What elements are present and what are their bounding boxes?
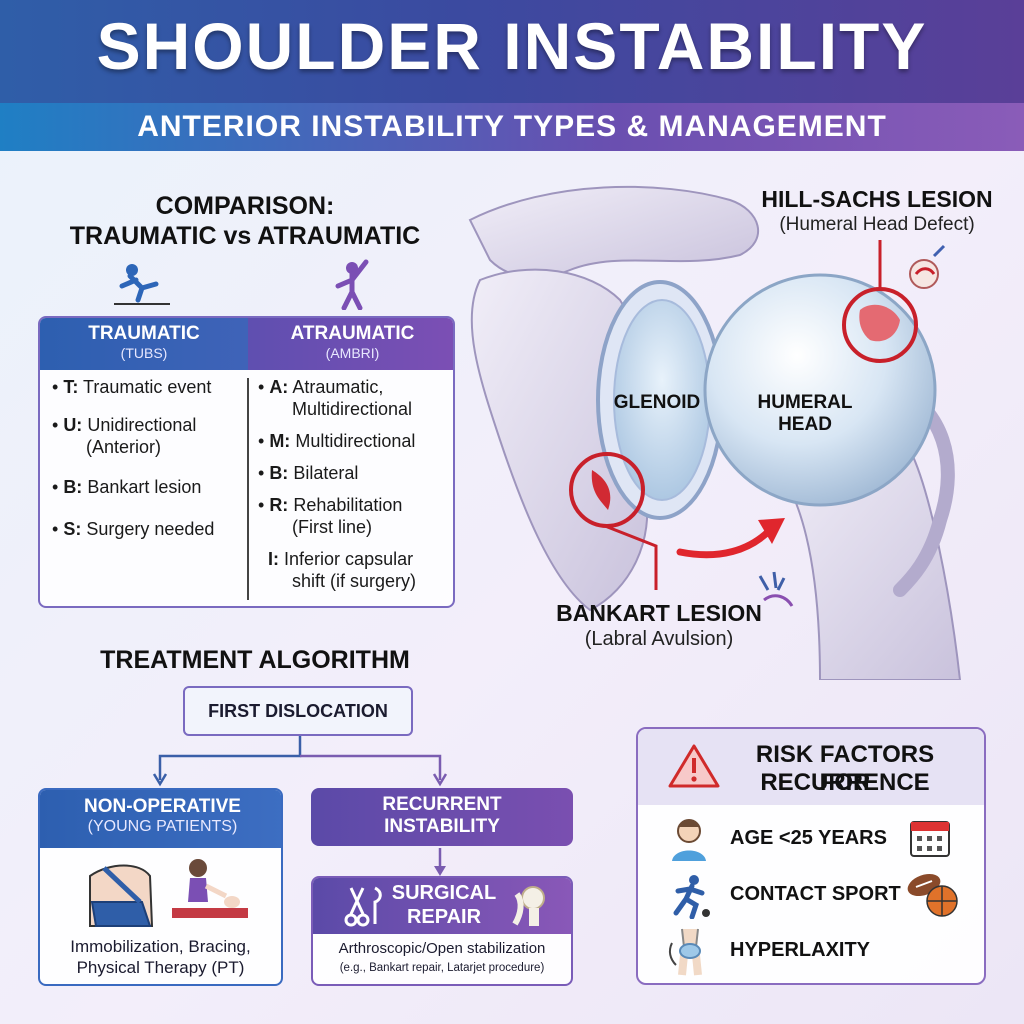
list-item: • B: Bilateral [258, 463, 359, 483]
humeral-head-sphere [703, 273, 937, 507]
non-operative-header: NON-OPERATIVE (YOUNG PATIENTS) [40, 790, 281, 848]
page-title: SHOULDER INSTABILITY [96, 9, 928, 83]
running-athlete-icon [673, 875, 710, 919]
list-item: • S: Surgery needed [52, 519, 215, 539]
warning-triangle-icon [668, 744, 720, 788]
first-dislocation-box: FIRST DISLOCATION [183, 686, 413, 736]
dislocation-arrow-shaft [676, 526, 774, 559]
comparison-title-line2: TRAUMATIC vs ATRAUMATIC [69, 222, 421, 250]
humeral-head-label-2: HEAD [778, 414, 832, 435]
risk-item-hyperlaxity: HYPERLAXITY [730, 939, 871, 961]
algorithm-connectors [152, 736, 448, 876]
traumatic-header-title: TRAUMATIC [88, 323, 200, 344]
comparison-table: TRAUMATIC (TUBS) ATRAUMATIC (AMBRI) • T:… [38, 316, 455, 608]
atraumatic-header-title: ATRAUMATIC [290, 323, 415, 344]
non-operative-box: NON-OPERATIVE (YOUNG PATIENTS) Immobiliz… [38, 788, 283, 986]
risk-item-contact-sport: CONTACT SPORT [730, 883, 901, 905]
sling-and-therapy-icon [89, 859, 248, 927]
comparison-title-line1: COMPARISON: [155, 192, 335, 220]
traumatic-header: TRAUMATIC (TUBS) [40, 318, 248, 370]
list-item: • A: Atraumatic,Multidirectional [258, 377, 413, 419]
risk-title-2: RECURRENCE [760, 769, 930, 796]
recurrent-label-2: INSTABILITY [384, 816, 500, 837]
falling-person-icon [114, 264, 170, 305]
risk-factors-header: RISK FACTORS FOR RECURRENCE [638, 729, 984, 805]
surgical-tools-icon [344, 886, 382, 927]
list-item: • R: Rehabilitation(First line) [258, 495, 403, 537]
bankart-tear [591, 470, 611, 510]
list-item: • B: Bankart lesion [52, 477, 202, 497]
atraumatic-header: ATRAUMATIC (AMBRI) [248, 318, 453, 370]
calendar-icon [910, 821, 950, 857]
risk-title-1: RISK FACTORS FOR [755, 741, 935, 796]
surgical-repair-header: SURGICAL REPAIR [313, 878, 571, 934]
non-operative-subtitle: (YOUNG PATIENTS) [87, 818, 238, 835]
list-item: • U: Unidirectional(Anterior) [52, 415, 197, 457]
hill-sachs-title: HILL-SACHS LESION [761, 186, 993, 212]
traumatic-header-subtitle: (TUBS) [120, 345, 168, 361]
glenoid-label: GLENOID [613, 392, 701, 413]
risk-item-age: AGE <25 YEARS [730, 827, 887, 849]
shoulder-anatomy-illustration [468, 185, 962, 680]
humeral-defect-icon [909, 244, 946, 289]
hill-sachs-subtitle: (Humeral Head Defect) [779, 214, 975, 235]
page-subtitle: ANTERIOR INSTABILITY TYPES & MANAGEMENT [137, 110, 887, 143]
surgical-repair-box: SURGICAL REPAIR Arthroscopic/Open stabil… [311, 876, 573, 986]
surgical-text-1: Arthroscopic/Open stabilization [338, 940, 546, 957]
shoulder-joint-icon [512, 886, 545, 926]
surgical-text-2: (e.g., Bankart repair, Latarjet procedur… [339, 962, 545, 974]
list-item: • T: Traumatic event [52, 377, 212, 397]
surgical-label-1: SURGICAL [391, 882, 497, 904]
bankart-title: BANKART LESION [556, 600, 762, 626]
surgical-label-2: REPAIR [406, 906, 482, 928]
non-operative-title: NON-OPERATIVE [84, 796, 241, 817]
treatment-title: TREATMENT ALGORITHM [100, 646, 410, 674]
risk-factors-box: RISK FACTORS FOR RECURRENCE AGE <25 YEAR… [636, 727, 986, 985]
flexible-joint-icon [668, 928, 702, 976]
acromion-bone [468, 185, 760, 279]
title-banner [0, 0, 1024, 103]
young-person-icon [672, 819, 706, 861]
labral-tear-icon [758, 571, 794, 607]
stretching-person-icon [335, 259, 369, 310]
column-divider [247, 378, 249, 600]
atraumatic-header-subtitle: (AMBRI) [325, 345, 380, 361]
bankart-pointer [604, 524, 658, 590]
non-operative-text-2: Physical Therapy (PT) [76, 958, 245, 977]
list-item: • M: Multidirectional [258, 431, 416, 451]
dislocation-arrowhead [758, 518, 785, 544]
hill-sachs-defect [859, 304, 900, 342]
recurrent-instability-box: RECURRENT INSTABILITY [311, 788, 573, 846]
bankart-subtitle: (Labral Avulsion) [584, 628, 734, 650]
humeral-head-label-1: HUMERAL [757, 392, 853, 413]
recurrent-label-1: RECURRENT [382, 794, 502, 815]
sports-balls-icon [907, 873, 958, 917]
subtitle-banner [0, 103, 1024, 151]
non-operative-text-1: Immobilization, Bracing, [70, 937, 251, 956]
